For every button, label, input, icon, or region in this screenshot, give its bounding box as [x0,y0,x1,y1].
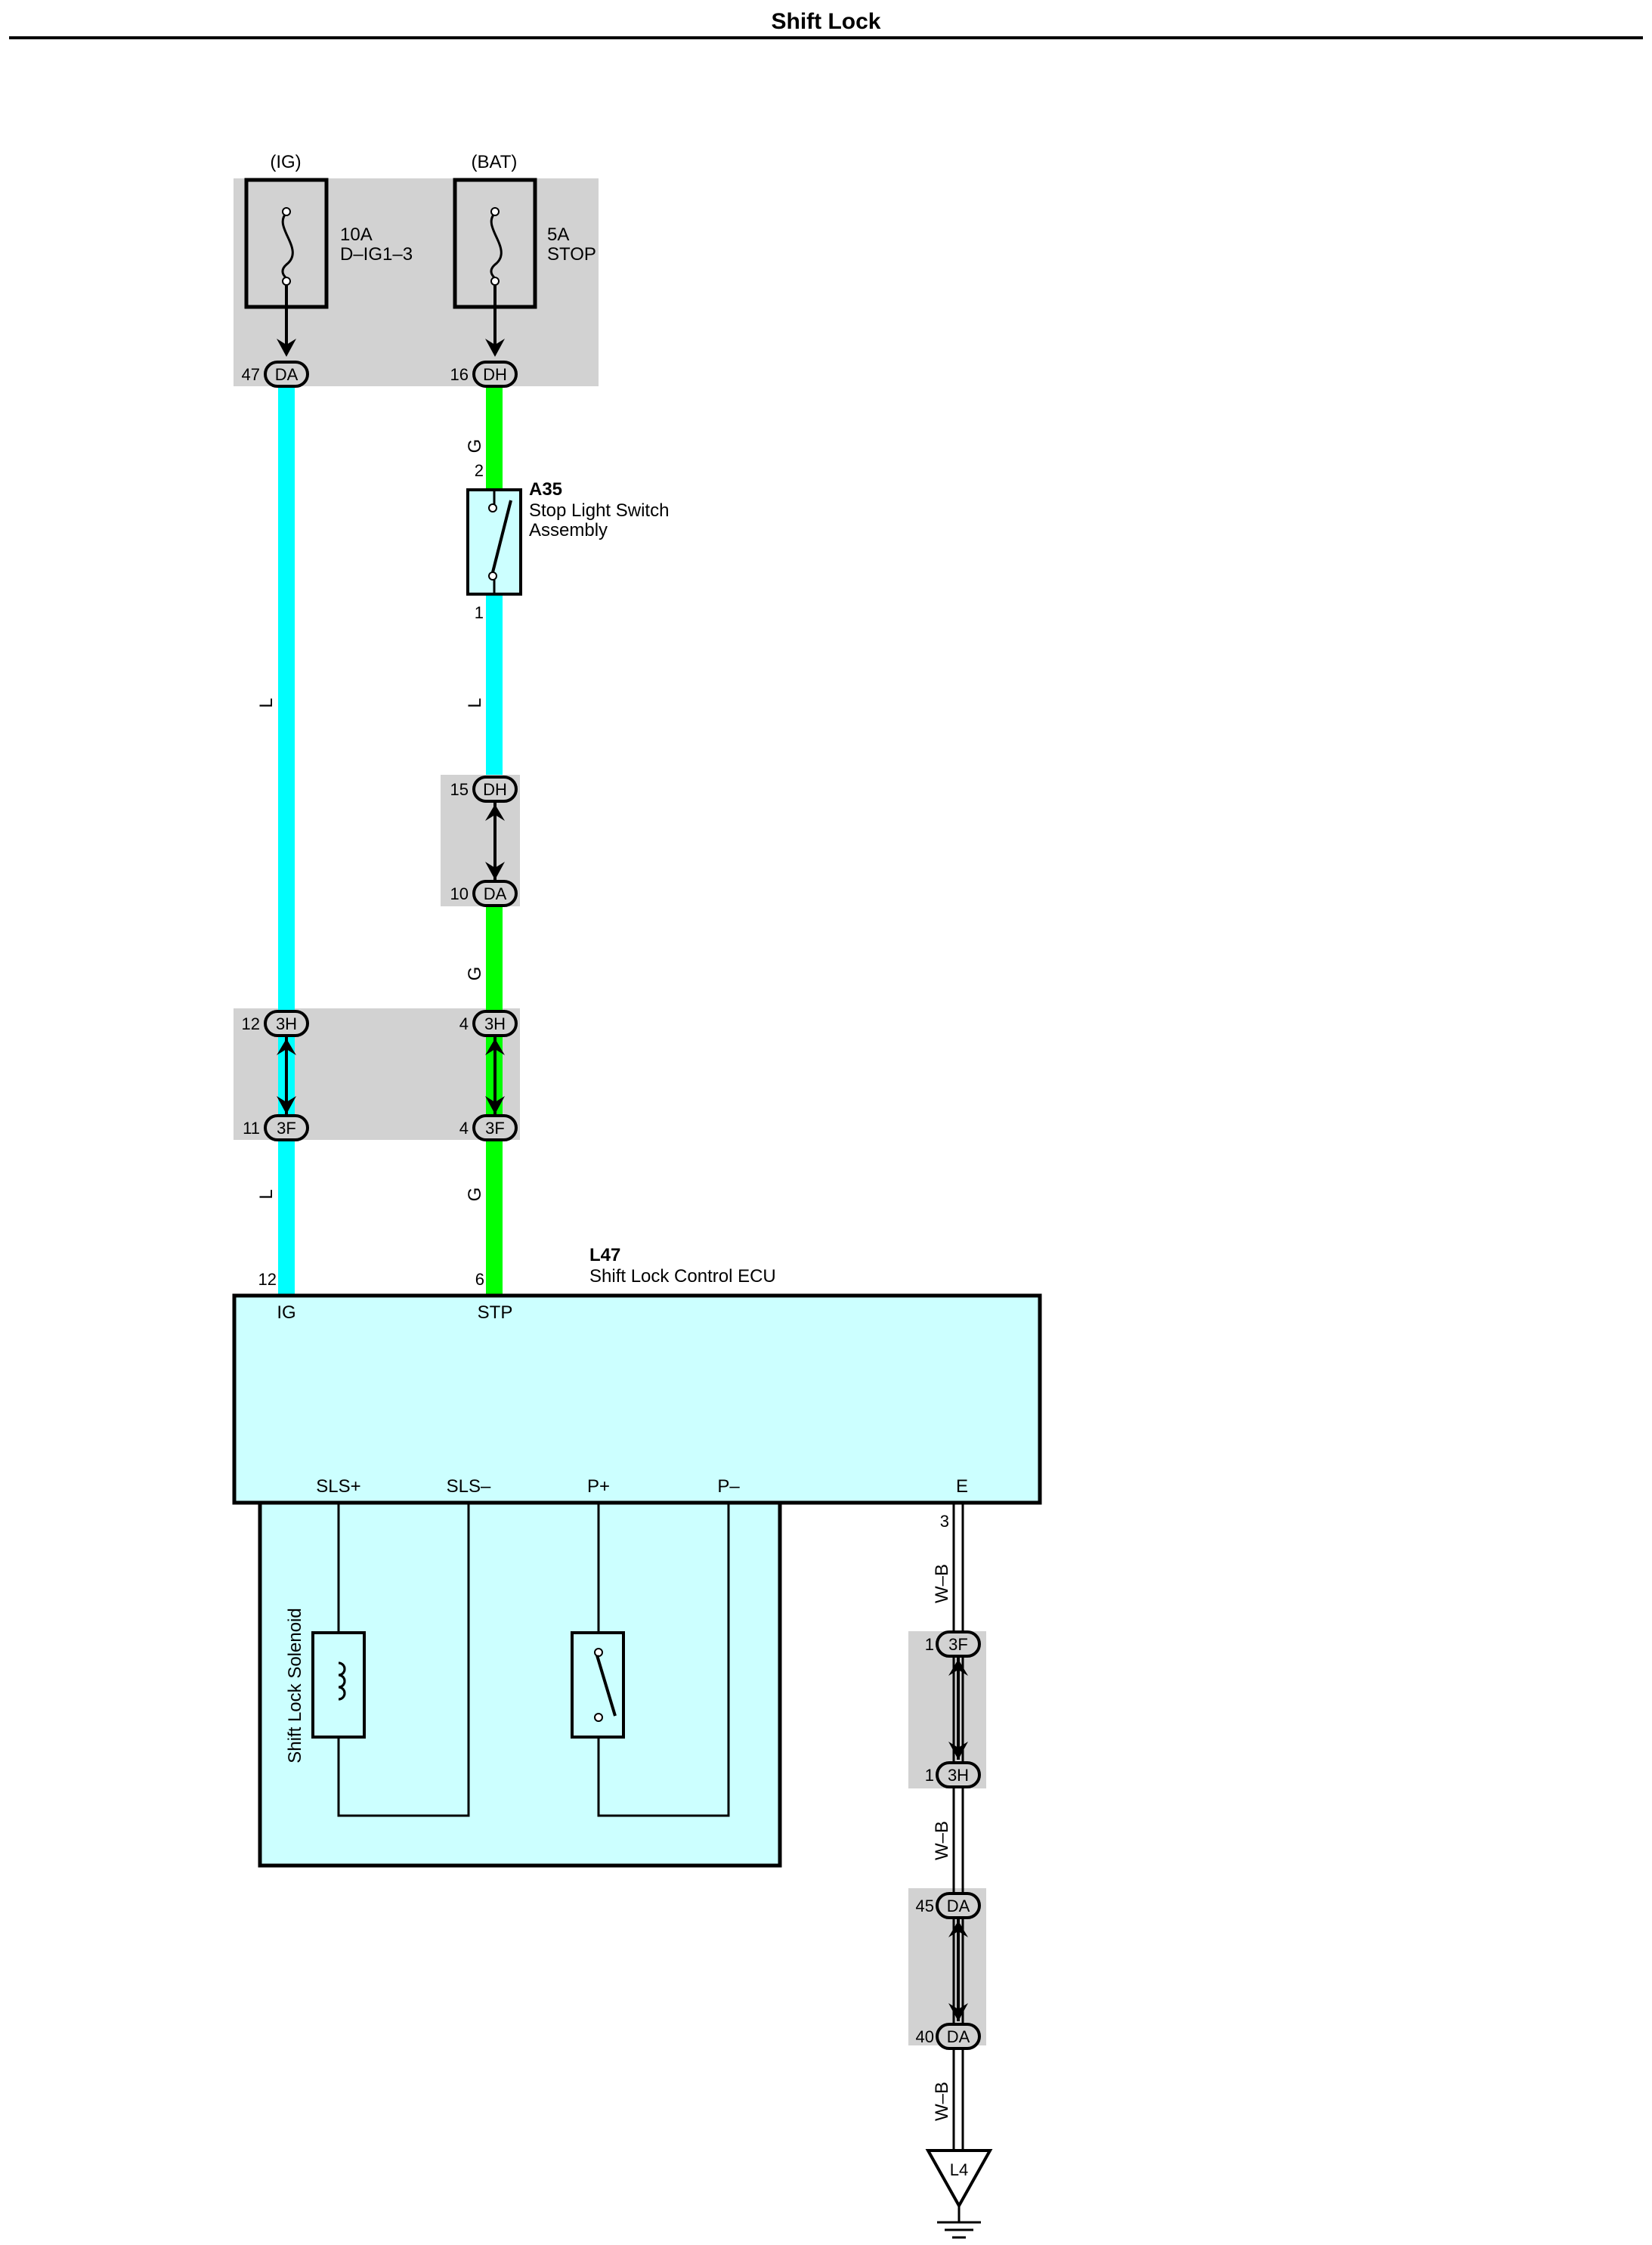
wire-L-left [278,384,295,1294]
svg-text:P–: P– [717,1476,740,1497]
wire-WB-ground [952,1504,964,2151]
svg-text:6: 6 [475,1270,484,1289]
svg-text:12: 12 [242,1014,260,1033]
svg-text:DA: DA [947,1897,970,1915]
junction-3f-3h-ground: 1 3F 1 3H [925,1630,981,1788]
svg-text:(IG): (IG) [270,152,301,172]
svg-text:47: 47 [242,365,260,384]
junction-3h-3f-right: 4 3H 4 3F [459,1010,518,1141]
wire-label-g-1: G [465,439,485,454]
svg-text:L4: L4 [950,2160,968,2179]
svg-text:DA: DA [947,2027,970,2046]
svg-text:10A: 10A [340,224,373,245]
fuse-bat: (BAT) 5A STOP [453,152,596,357]
wire-label-l-left-1: L [256,698,277,708]
svg-text:1: 1 [925,1635,934,1654]
junction-3h-3f-left: 12 3H 11 3F [242,1010,309,1141]
solenoid-label: Shift Lock Solenoid [285,1608,305,1763]
diagram-title: Shift Lock [771,9,880,34]
svg-text:12: 12 [258,1270,277,1289]
svg-text:STP: STP [478,1302,513,1323]
svg-text:4: 4 [459,1119,469,1138]
svg-text:3H: 3H [276,1014,297,1033]
svg-text:4: 4 [459,1014,469,1033]
svg-text:A35: A35 [529,479,562,500]
wire-label-g-3: G [465,1188,485,1202]
stop-light-switch: 2 1 A35 Stop Light Switch Assembly [466,461,669,622]
svg-text:11: 11 [243,1119,260,1138]
wire-label-wb-3: W–B [932,2082,952,2121]
wire-L-right [486,590,503,775]
junction-da-ground: 45 DA 40 DA [916,1892,981,2050]
wire-label-g-2: G [465,967,485,981]
shift-lock-control-ecu: L47 Shift Lock Control ECU 12 6 IG STP S… [232,1245,1042,1868]
wire-label-wb-1: W–B [932,1564,952,1603]
svg-text:SLS–: SLS– [447,1476,491,1497]
svg-text:Assembly: Assembly [529,520,608,540]
svg-text:40: 40 [916,2027,934,2046]
svg-text:16: 16 [450,365,469,384]
svg-text:Shift Lock Control ECU: Shift Lock Control ECU [589,1266,776,1287]
ground-l4: L4 [925,2149,993,2239]
svg-text:STOP: STOP [547,244,596,265]
svg-text:15: 15 [450,780,469,799]
svg-text:DH: DH [483,365,507,384]
svg-text:E: E [956,1476,968,1497]
svg-text:5A: 5A [547,224,569,245]
svg-text:2: 2 [475,461,484,480]
svg-text:IG: IG [277,1302,295,1323]
svg-text:SLS+: SLS+ [316,1476,360,1497]
wire-label-l-right: L [465,698,485,708]
svg-text:1: 1 [925,1766,934,1785]
svg-text:3F: 3F [948,1635,968,1654]
wire-label-wb-2: W–B [932,1821,952,1860]
shift-lock-solenoid: Shift Lock Solenoid [285,1608,366,1763]
svg-text:D–IG1–3: D–IG1–3 [340,244,413,265]
svg-text:L47: L47 [589,1245,620,1265]
svg-text:3H: 3H [948,1766,969,1785]
fuse-block-shade [234,178,599,386]
svg-text:P+: P+ [587,1476,610,1497]
svg-text:1: 1 [475,603,484,622]
svg-text:DA: DA [484,884,507,903]
park-position-switch [571,1631,625,1739]
wire-label-l-left-2: L [256,1189,277,1199]
connector-dh-16: 16 DH [450,361,518,388]
svg-text:3: 3 [940,1512,949,1531]
svg-text:10: 10 [450,884,469,903]
connector-da-47: 47 DA [242,361,309,388]
svg-text:3H: 3H [484,1014,506,1033]
junction-dh-da: 15 DH 10 DA [450,776,518,907]
fuse-ig: (IG) 10A D–IG1–3 [244,152,413,357]
svg-text:3F: 3F [277,1119,296,1138]
svg-text:Stop Light Switch: Stop Light Switch [529,500,669,521]
svg-text:(BAT): (BAT) [472,152,518,172]
svg-text:DA: DA [275,365,299,384]
svg-text:45: 45 [916,1897,934,1915]
svg-text:DH: DH [483,780,507,799]
svg-text:3F: 3F [485,1119,505,1138]
